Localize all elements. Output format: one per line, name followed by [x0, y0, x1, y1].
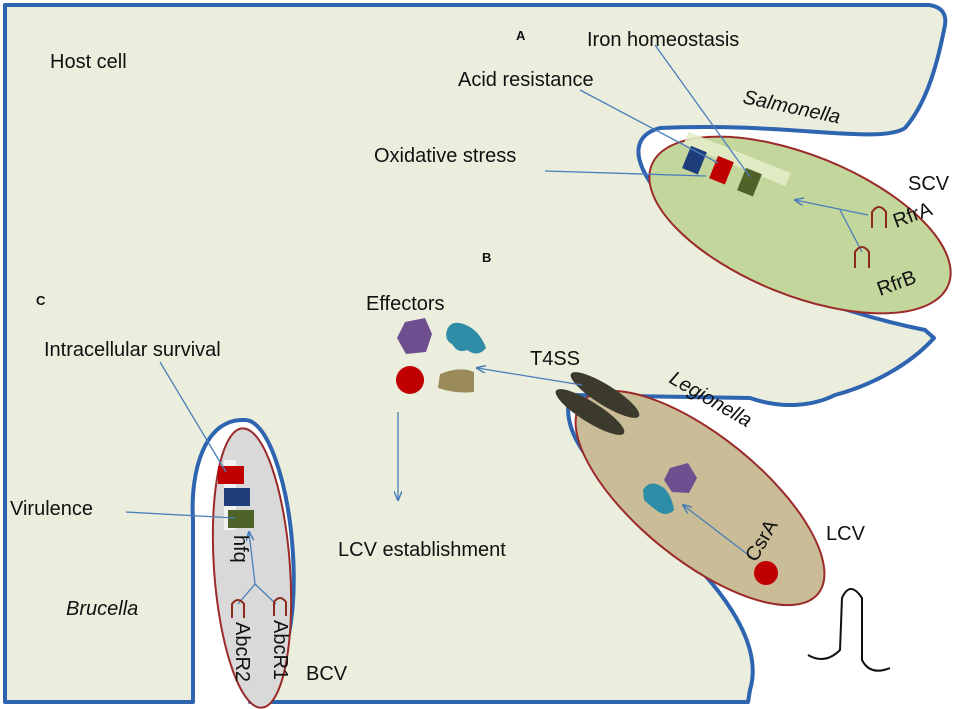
rfra-arrow — [795, 200, 869, 216]
abcr1-branch — [254, 583, 277, 605]
brucella-gene-red — [218, 466, 244, 484]
abcr1-srna-icon — [273, 597, 287, 616]
csra-red-icon — [754, 561, 778, 585]
t4ss-pilus-2 — [555, 389, 625, 435]
lcv-label: LCV — [826, 523, 866, 545]
effectors-label: Effectors — [366, 293, 445, 315]
brucella-gene-blue — [224, 488, 250, 506]
legionella-flagellum-icon — [807, 588, 891, 672]
salmonella-gene-red — [709, 155, 734, 185]
rfrb-srna-icon — [854, 246, 870, 268]
abcr2-srna-icon — [231, 599, 245, 618]
panel-c-label: C — [36, 293, 46, 308]
effector-olive-icon — [438, 369, 474, 393]
csra-arrow — [683, 505, 756, 561]
lcv-effector-purple-icon — [664, 463, 697, 493]
acid-resistance-label: Acid resistance — [458, 69, 594, 91]
lcv-establishment-label: LCV establishment — [338, 539, 506, 561]
rfrb-arrow-stem — [839, 209, 863, 253]
bcv-label: BCV — [306, 663, 348, 685]
intracellular-survival-label: Intracellular survival — [44, 339, 221, 361]
effector-red-icon — [396, 366, 424, 394]
virulence-label: Virulence — [10, 498, 93, 520]
scv-label: SCV — [908, 173, 950, 195]
panel-a-label: A — [516, 28, 526, 43]
salmonella-gene-green — [737, 167, 762, 197]
acid-resistance-line — [579, 89, 719, 164]
intracellular-survival-line — [159, 361, 227, 473]
abcr1-label: AbcR1 — [269, 620, 291, 680]
effector-teal-icon — [446, 322, 486, 354]
oxidative-stress-line — [544, 170, 707, 177]
brucella-gene-green — [228, 510, 254, 528]
panel-b-label: B — [482, 250, 491, 265]
hfq-arrow — [249, 532, 256, 585]
virulence-line — [125, 511, 236, 519]
host-cell-label: Host cell — [50, 51, 127, 73]
abcr2-label: AbcR2 — [231, 622, 253, 682]
t4ss-label: T4SS — [530, 348, 580, 370]
iron-homeostasis-line — [654, 44, 751, 178]
iron-homeostasis-label: Iron homeostasis — [587, 29, 739, 51]
brucella-label: Brucella — [66, 598, 138, 620]
t4ss-arrow — [477, 368, 583, 386]
effector-purple-icon — [397, 318, 432, 354]
lcv-effector-teal-icon — [643, 483, 674, 514]
hfq-label: hfq — [229, 535, 251, 563]
oxidative-stress-label: Oxidative stress — [374, 145, 516, 167]
rfra-srna-icon — [871, 206, 887, 228]
salmonella-gene-blue — [682, 145, 707, 175]
t4ss-pilus-1 — [570, 372, 640, 418]
